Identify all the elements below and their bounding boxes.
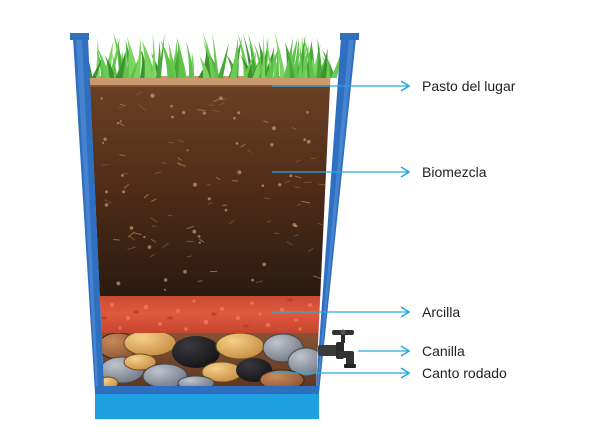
right-rim xyxy=(340,33,359,40)
stone-layer xyxy=(97,329,325,386)
pointer-lines xyxy=(272,86,409,373)
label-clay: Arcilla xyxy=(422,304,460,320)
grass-blades xyxy=(82,32,344,78)
label-stones: Canto rodado xyxy=(422,365,507,381)
clay-shadow xyxy=(101,298,293,328)
label-grass: Pasto del lugar xyxy=(422,78,516,94)
container-floor xyxy=(95,386,319,394)
biomix-texture xyxy=(100,90,327,291)
faucet-icon xyxy=(318,329,356,368)
cup-interior xyxy=(88,76,332,386)
biomix-layer xyxy=(88,86,332,296)
label-biomix: Biomezcla xyxy=(422,164,487,180)
label-faucet: Canilla xyxy=(422,343,465,359)
container-base xyxy=(95,393,319,419)
grass-base-band xyxy=(88,76,332,87)
container-walls xyxy=(70,33,359,394)
clay-texture xyxy=(109,299,312,331)
left-rim xyxy=(70,33,89,40)
